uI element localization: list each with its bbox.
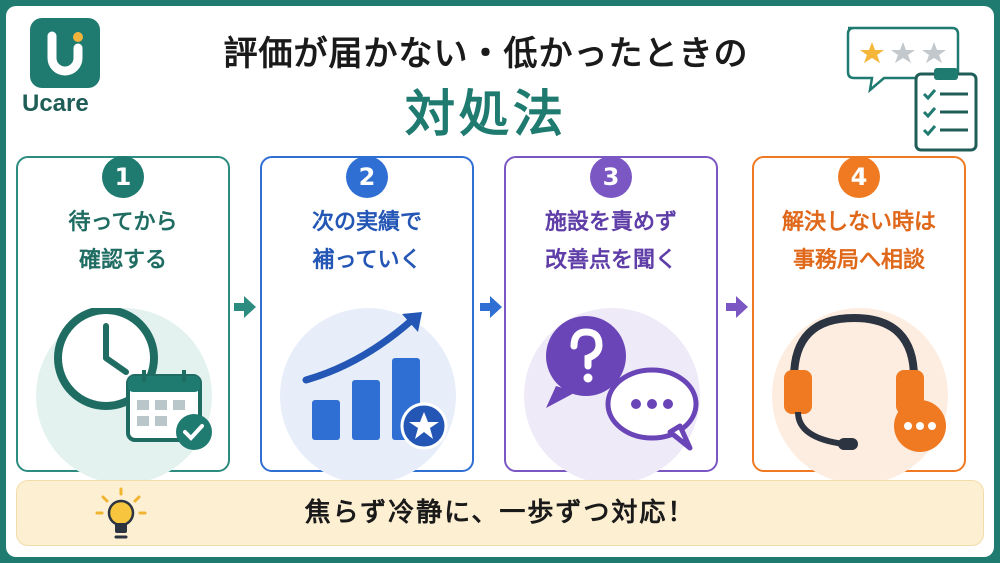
page-title-line2: 対処法	[405, 85, 567, 143]
step-label-line2: 事務局へ相談	[792, 248, 925, 273]
logo-u-icon	[47, 31, 83, 76]
brand-logo: Ucare	[22, 18, 112, 118]
step-number: 2	[346, 156, 388, 198]
step-label: 解決しない時は 事務局へ相談	[754, 204, 964, 280]
step-card-2: 2 次の実績で 補っていく	[260, 156, 474, 484]
step-card-3: 3 施設を責めず 改善点を聞く	[504, 156, 718, 484]
page-title-line1: 評価が届かない・低かったときの	[223, 34, 749, 74]
brand-name: Ucare	[22, 90, 89, 117]
step-label-line2: 補っていく	[312, 248, 422, 273]
rating-stars	[860, 42, 946, 63]
footer-message: 焦らず冷静に、一歩ずつ対応！	[304, 498, 696, 528]
step-label: 施設を責めず 改善点を聞く	[506, 204, 716, 280]
step-label-line1: 次の実績で	[311, 210, 422, 235]
step-label-line1: 解決しない時は	[781, 210, 936, 235]
growth-chart-star-icon	[302, 312, 448, 450]
step-number: 1	[102, 156, 144, 198]
clock-calendar-icon	[54, 308, 212, 450]
rating-checklist-icon	[846, 26, 978, 152]
logo-badge	[30, 18, 100, 88]
footer-banner: 焦らず冷静に、一歩ずつ対応！	[16, 480, 984, 546]
arrow-right-icon	[726, 296, 748, 318]
infographic-frame: Ucare 評価が届かない・低かったときの 対処法 1 待ってから 確認する	[6, 6, 994, 557]
step-label: 次の実績で 補っていく	[262, 204, 472, 280]
arrow-right-icon	[234, 296, 256, 318]
step-number: 3	[590, 156, 632, 198]
step-label-line1: 待ってから	[68, 210, 178, 235]
step-label: 待ってから 確認する	[18, 204, 228, 280]
headset-support-icon	[784, 313, 946, 452]
lightbulb-icon	[95, 487, 147, 539]
step-card-1: 1 待ってから 確認する	[16, 156, 230, 484]
step-label-line2: 改善点を聞く	[544, 248, 677, 273]
step-label-line2: 確認する	[78, 248, 167, 273]
arrow-right-icon	[480, 296, 502, 318]
step-label-line1: 施設を責めず	[544, 210, 677, 235]
question-chat-bubbles-icon	[546, 316, 699, 451]
step-card-4: 4 解決しない時は 事務局へ相談	[752, 156, 966, 484]
step-number: 4	[838, 156, 880, 198]
